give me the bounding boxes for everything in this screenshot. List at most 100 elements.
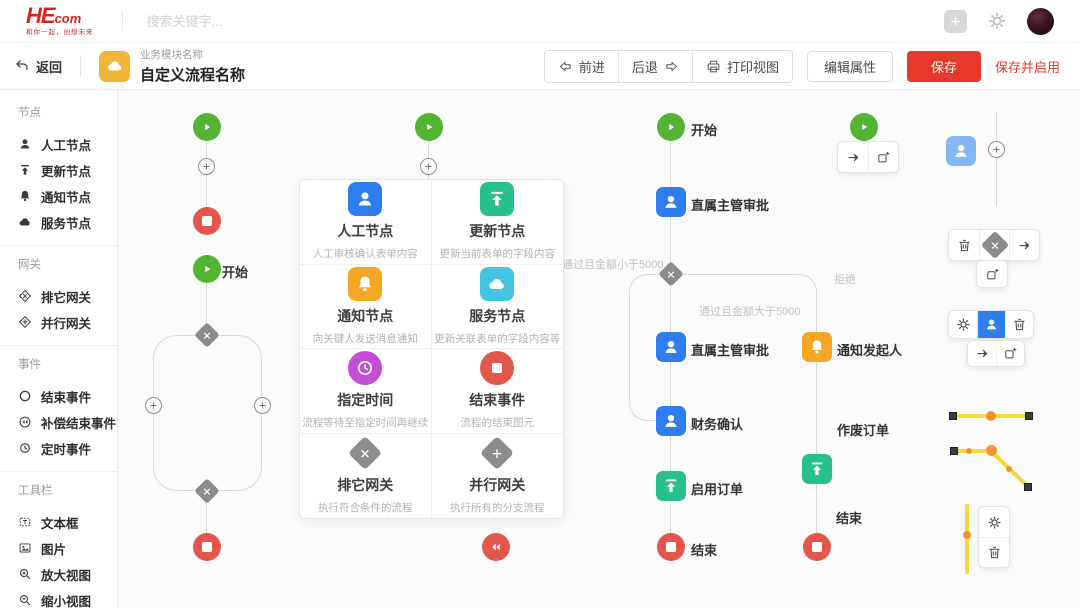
add-node-connector[interactable]: [420, 158, 437, 175]
update-node[interactable]: [656, 471, 686, 501]
node-label: 开始: [222, 265, 249, 280]
manual-node-ghost[interactable]: [946, 136, 976, 166]
selected-edge[interactable]: [957, 449, 993, 453]
edge-endpoint-handle[interactable]: [950, 447, 958, 455]
add-node-connector[interactable]: [198, 158, 215, 175]
edge-bend-handle[interactable]: [1006, 466, 1012, 472]
sidebar-item-timer-event[interactable]: 定时事件: [18, 435, 117, 461]
palette-item-scheduled-time[interactable]: 指定时间 流程等待至指定时间再继续: [300, 349, 432, 434]
sidebar-item-notify-node[interactable]: 通知节点: [18, 183, 117, 209]
flow-loop-edge: [153, 335, 262, 491]
palette-item-service-node[interactable]: 服务节点 更新关联表单的字段内容等: [431, 265, 563, 349]
settings-button[interactable]: [987, 11, 1007, 31]
start-event-node[interactable]: [193, 113, 221, 141]
edge-midpoint-handle[interactable]: [963, 531, 971, 539]
bell-icon: [348, 266, 383, 301]
play-icon: [665, 121, 677, 133]
palette-item-update-node[interactable]: 更新节点 更新当前表单的字段内容: [431, 180, 563, 265]
edge-midpoint-handle[interactable]: [986, 445, 997, 456]
palette-item-notify-node[interactable]: 通知节点 向关键人发送消息通知: [300, 264, 432, 349]
gateway-node-button[interactable]: [979, 230, 1009, 260]
sidebar-item-exclusive-gateway[interactable]: 排它网关: [18, 283, 117, 309]
undo-button[interactable]: 后退: [617, 50, 692, 82]
start-event-node[interactable]: [850, 113, 878, 141]
add-node-connector[interactable]: [988, 141, 1005, 158]
delete-node-button[interactable]: [949, 230, 979, 260]
copy-node-button[interactable]: [977, 261, 1007, 287]
start-event-node[interactable]: [193, 255, 221, 283]
settings-edge-button[interactable]: [979, 507, 1009, 537]
back-button[interactable]: 返回: [14, 57, 62, 76]
node-label: 作废订单: [837, 423, 890, 438]
copy-node-button[interactable]: [868, 142, 898, 172]
edge-endpoint-handle[interactable]: [1024, 483, 1032, 491]
delete-edge-button[interactable]: [979, 537, 1009, 567]
connect-arrow-button[interactable]: [968, 341, 996, 366]
gear-icon: [956, 317, 971, 332]
add-node-connector[interactable]: [254, 397, 271, 414]
sidebar-section-title: 网关: [18, 259, 41, 271]
settings-node-button[interactable]: [949, 311, 977, 338]
print-view-button[interactable]: 打印视图: [691, 50, 792, 82]
arrow-right-icon: [846, 150, 861, 165]
sidebar-item-zoom-in[interactable]: 放大视图: [18, 561, 117, 587]
bell-icon: [808, 338, 826, 356]
node-label: 结束: [691, 543, 718, 558]
add-node-connector[interactable]: [145, 397, 162, 414]
sidebar-item-manual-node[interactable]: 人工节点: [18, 131, 117, 157]
edge-bend-handle[interactable]: [966, 448, 972, 454]
search-input[interactable]: [146, 13, 944, 29]
sidebar-item-image[interactable]: 图片: [18, 535, 117, 561]
sidebar-item-compensation-end-event[interactable]: 补偿结束事件: [18, 409, 117, 435]
notify-node[interactable]: [802, 332, 832, 362]
palette-item-end-event[interactable]: 结束事件 流程的结束图元: [431, 349, 563, 434]
sidebar-item-end-event[interactable]: 结束事件: [18, 383, 117, 409]
connect-arrow-button[interactable]: [1009, 230, 1039, 260]
x-icon: [202, 486, 213, 497]
end-event-node[interactable]: [803, 533, 831, 561]
edge-endpoint-handle[interactable]: [1025, 412, 1033, 420]
trash-icon: [987, 545, 1002, 560]
start-event-node[interactable]: [657, 113, 685, 141]
x-icon: [202, 330, 213, 341]
palette-item-parallel-gateway[interactable]: 并行网关 执行所有的分支流程: [432, 434, 564, 519]
sidebar-item-service-node[interactable]: 服务节点: [18, 209, 117, 235]
printer-icon: [706, 59, 721, 74]
sidebar-item-parallel-gateway[interactable]: 并行网关: [18, 309, 117, 335]
edit-properties-button[interactable]: 编辑属性: [806, 50, 893, 82]
delete-node-button[interactable]: [1005, 311, 1033, 338]
flow-edge: [996, 112, 997, 206]
edge-midpoint-handle[interactable]: [986, 411, 996, 421]
connect-arrow-button[interactable]: [838, 142, 868, 172]
compensation-end-event-node[interactable]: [482, 533, 510, 561]
avatar[interactable]: [1027, 7, 1054, 35]
back-arrow-icon: [14, 58, 30, 74]
flow-canvas[interactable]: 开始 人工节点 人工审核确认表单内容 更新: [118, 90, 1080, 608]
play-icon: [423, 121, 435, 133]
sidebar-item-textbox[interactable]: 文本框: [18, 509, 117, 535]
sidebar-item-zoom-out[interactable]: 缩小视图: [18, 587, 117, 608]
selected-edge[interactable]: [965, 504, 969, 574]
end-event-node[interactable]: [193, 533, 221, 561]
manual-node[interactable]: [656, 406, 686, 436]
trash-icon: [1012, 317, 1027, 332]
palette-item-manual-node[interactable]: 人工节点 人工审核确认表单内容: [300, 180, 432, 265]
end-event-node[interactable]: [193, 207, 221, 235]
edge-endpoint-handle[interactable]: [949, 412, 957, 420]
manual-node[interactable]: [656, 187, 686, 217]
manual-node-button[interactable]: [977, 311, 1005, 338]
manual-node[interactable]: [656, 332, 686, 362]
save-button[interactable]: 保存: [906, 50, 981, 82]
add-button[interactable]: [944, 9, 967, 33]
copy-node-button[interactable]: [996, 341, 1024, 366]
brand-logo[interactable]: HE com 和你一起，创想未来: [26, 3, 94, 37]
flow-type-icon: [99, 50, 131, 82]
sidebar-item-update-node[interactable]: 更新节点: [18, 157, 117, 183]
update-node[interactable]: [802, 454, 832, 484]
forward-button[interactable]: 前进: [544, 50, 618, 82]
palette-item-exclusive-gateway[interactable]: 排它网关 执行符合条件的流程: [300, 433, 432, 518]
start-event-node[interactable]: [415, 113, 443, 141]
end-event-node[interactable]: [657, 533, 685, 561]
save-and-enable-button[interactable]: 保存并启用: [995, 57, 1060, 76]
clock-icon: [18, 441, 32, 455]
